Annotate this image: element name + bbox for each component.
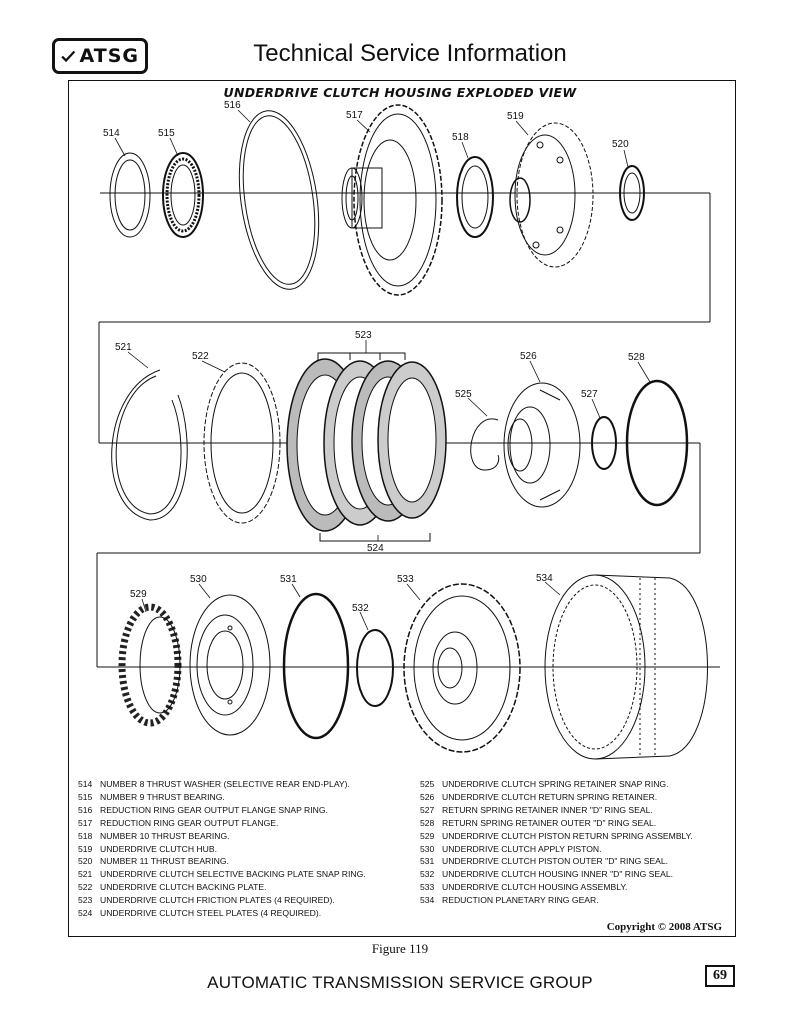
page-title: Technical Service Information <box>253 40 567 67</box>
part-533-clutch-housing <box>403 583 521 753</box>
footer-text: AUTOMATIC TRANSMISSION SERVICE GROUP <box>207 973 593 992</box>
part-523-524-clutch-plates <box>286 352 447 542</box>
callout-531: 531 <box>280 574 297 585</box>
callout-525: 525 <box>455 389 472 400</box>
logo-text: ATSG <box>79 45 139 67</box>
part-528-outer-d-ring <box>625 379 689 507</box>
figure-frame <box>68 80 736 937</box>
callout-526: 526 <box>520 351 537 362</box>
callout-520: 520 <box>612 139 629 150</box>
page-number: 69 <box>705 965 735 987</box>
figure-title: UNDERDRIVE CLUTCH HOUSING EXPLODED VIEW <box>223 85 577 100</box>
callout-524: 524 <box>367 543 384 554</box>
part-532-inner-d-ring <box>356 629 394 707</box>
callout-517: 517 <box>346 110 363 121</box>
callout-532: 532 <box>352 603 369 614</box>
part-525-snap-ring <box>470 418 500 471</box>
part-522-backing-plate <box>203 362 281 524</box>
checkmark-logo-icon <box>61 50 76 63</box>
atsg-logo: ATSG <box>52 38 148 74</box>
part-519-clutch-hub <box>509 122 594 268</box>
figure-caption: Figure 119 <box>371 941 429 956</box>
part-526-spring-retainer <box>503 382 581 508</box>
callout-523: 523 <box>355 330 372 341</box>
part-518-thrust-bearing <box>456 156 494 238</box>
part-530-apply-piston <box>189 594 271 736</box>
callout-515: 515 <box>158 128 175 139</box>
callout-514: 514 <box>103 128 120 139</box>
callout-516: 516 <box>224 100 241 111</box>
callout-533: 533 <box>397 574 414 585</box>
callout-518: 518 <box>452 132 469 143</box>
part-516-snap-ring <box>238 110 320 290</box>
callout-528: 528 <box>628 352 645 363</box>
callout-534: 534 <box>536 573 553 584</box>
part-514-thrust-washer <box>109 152 151 238</box>
centerline-connector <box>96 192 720 668</box>
callout-leaders <box>114 109 651 631</box>
callout-530: 530 <box>190 574 207 585</box>
part-520-thrust-bearing <box>619 165 645 221</box>
part-527-inner-d-ring <box>591 416 617 470</box>
callout-519: 519 <box>507 111 524 122</box>
callout-521: 521 <box>115 342 132 353</box>
part-517-output-flange <box>341 104 443 296</box>
part-521-snap-ring <box>111 369 188 521</box>
part-515-thrust-bearing <box>162 152 204 238</box>
copyright-notice: Copyright © 2008 ATSG <box>606 921 722 933</box>
callout-labels: 514 515 516 517 518 519 520 521 522 523 … <box>103 100 645 614</box>
part-531-outer-d-ring <box>282 592 350 740</box>
callout-522: 522 <box>192 351 209 362</box>
callout-527: 527 <box>581 389 598 400</box>
part-534-ring-gear <box>544 574 708 760</box>
part-529-return-spring-assembly <box>118 603 182 727</box>
callout-529: 529 <box>130 589 147 600</box>
